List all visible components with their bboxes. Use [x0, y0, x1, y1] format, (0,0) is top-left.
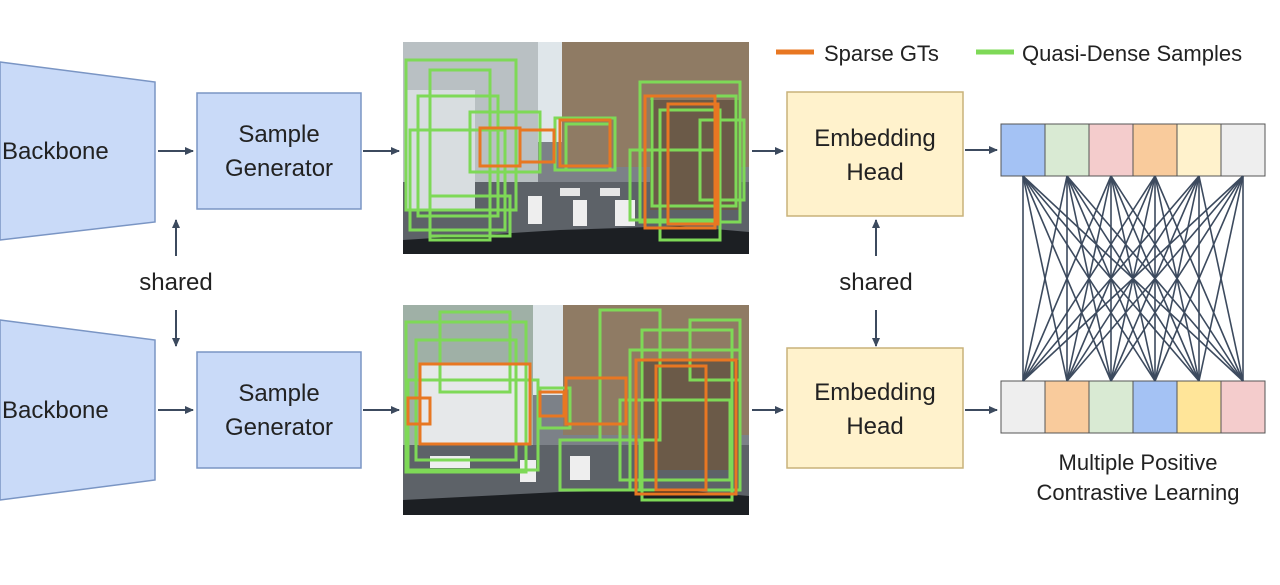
sample-generator-label-line2: Generator: [225, 155, 333, 182]
sample-generator-block: [196, 351, 362, 469]
contrastive-label-line1: Multiple Positive: [1059, 450, 1218, 475]
sample-generator-block: [196, 92, 362, 210]
street-image-bottom: [403, 305, 749, 515]
contrastive-pair-line: [1066, 175, 1244, 382]
contrastive-label-line2: Contrastive Learning: [1036, 480, 1239, 505]
embedding-head-label-line1: Embedding: [814, 125, 935, 152]
embedding-head-label-line1: Embedding: [814, 379, 935, 406]
branch-bottom: Backbone Sample Generator: [0, 305, 1266, 515]
contrastive-pair-line: [1022, 175, 1068, 382]
embedding-cell: [1176, 123, 1222, 177]
backbone-block: [0, 61, 156, 241]
sample-generator-label-line1: Sample: [238, 380, 319, 407]
embedding-vector-top: [1000, 123, 1266, 177]
backbone-label: Backbone: [2, 138, 109, 165]
embedding-head-block: [786, 91, 964, 217]
embedding-head-block: [786, 347, 964, 469]
embedding-cell: [1044, 123, 1090, 177]
contrastive-pair-lines: [1022, 175, 1244, 382]
shared-label-right: shared: [839, 269, 912, 296]
embedding-head-label-line2: Head: [846, 159, 903, 186]
embedding-vector-bottom: [1000, 380, 1266, 434]
legend: Sparse GTs Quasi-Dense Samples: [776, 41, 1242, 66]
contrastive-pair-line: [1154, 175, 1244, 382]
shared-label-left: shared: [139, 269, 212, 296]
contrastive-pair-line: [1198, 175, 1244, 382]
backbone-block: [0, 319, 156, 501]
sparse-gt-boxes-bottom: [406, 358, 738, 496]
embedding-cell: [1220, 380, 1266, 434]
contrastive-pair-line: [1022, 175, 1200, 382]
sample-generator-label-line1: Sample: [238, 121, 319, 148]
sample-generator-label-line2: Generator: [225, 414, 333, 441]
quasi-dense-boxes-bottom: [404, 308, 742, 502]
embedding-cell: [1132, 123, 1178, 177]
contrastive-pair-line: [1022, 175, 1244, 382]
contrastive-pair-line: [1022, 175, 1156, 382]
branch-top: Backbone Sample Generator: [0, 42, 1266, 254]
contrastive-pair-line: [1022, 175, 1112, 382]
embedding-cell: [1176, 380, 1222, 434]
legend-dense-label: Quasi-Dense Samples: [1022, 41, 1242, 66]
embedding-cell: [1044, 380, 1090, 434]
legend-sparse-label: Sparse GTs: [824, 41, 939, 66]
contrastive-pair-line: [1110, 175, 1244, 382]
embedding-head-label-line2: Head: [846, 413, 903, 440]
backbone-label: Backbone: [2, 397, 109, 424]
sparse-gt-boxes-top: [478, 94, 720, 230]
embedding-cell: [1132, 380, 1178, 434]
embedding-cell: [1220, 123, 1266, 177]
embedding-cell: [1000, 380, 1046, 434]
embedding-cell: [1000, 123, 1046, 177]
embedding-cell: [1088, 380, 1134, 434]
embedding-cell: [1088, 123, 1134, 177]
